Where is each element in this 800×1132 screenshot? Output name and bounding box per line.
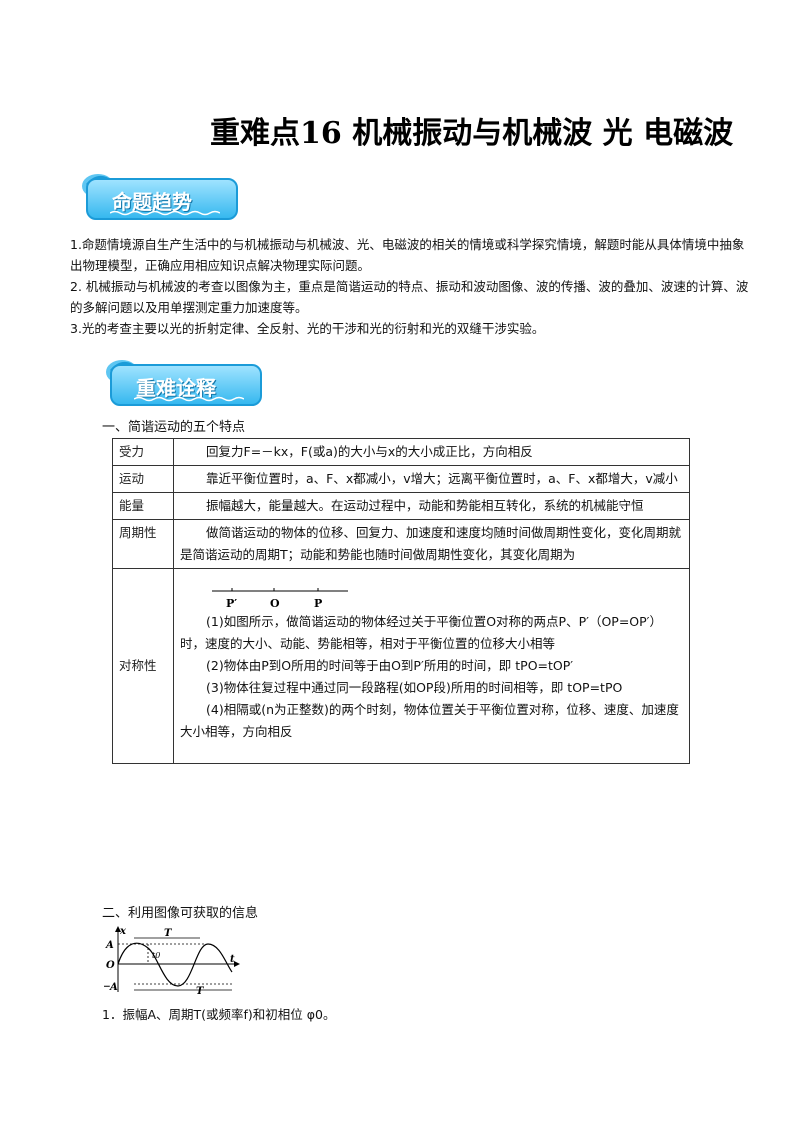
label-period-top: T (164, 928, 173, 939)
label-p: P (314, 597, 322, 610)
row-value: 振幅越大，能量越大。在运动过程中，动能和势能相互转化，系统的机械能守恒 (173, 492, 690, 520)
row-key: 受力 (112, 438, 174, 466)
banner-label: 重难诠释 (136, 376, 216, 400)
table-row: 对称性 P′ O P (1)如图所示，做简谐运动的物体经过关于平衡位置O对称的两… (112, 568, 690, 764)
label-amplitude: A (105, 940, 114, 951)
symmetry-line: (4)相隔或(n为正整数)的两个时刻，物体位置关于平衡位置对称，位移、速度、加速… (180, 702, 679, 739)
row-key: 对称性 (112, 568, 174, 764)
label-period-bottom: T (196, 986, 205, 996)
row-value: 回复力F=－kx，F(或a)的大小与x的大小成正比，方向相反 (173, 438, 690, 466)
label-o: O (270, 597, 280, 610)
banner-label: 命题趋势 (112, 190, 192, 214)
page-title: 重难点16 机械振动与机械波 光 电磁波 (210, 116, 734, 151)
row-value: 靠近平衡位置时，a、F、x都减小，v增大；远离平衡位置时，a、F、x都增大，v减… (173, 465, 690, 493)
trend-list: 1.命题情境源自生产生活中的与机械振动与机械波、光、电磁波的相关的情境或科学探究… (70, 234, 750, 339)
row-value: 做简谐运动的物体的位移、回复力、加速度和速度均随时间做周期性变化，变化周期就是简… (173, 519, 690, 569)
symmetry-diagram: P′ O P (212, 588, 348, 610)
banner-explain: 重难诠释 (102, 352, 272, 408)
trend-item: 2. 机械振动与机械波的考查以图像为主，重点是简谐运动的特点、振动和波动图像、波… (70, 279, 749, 315)
row-value: P′ O P (1)如图所示，做简谐运动的物体经过关于平衡位置O对称的两点P、P… (173, 568, 690, 764)
wave-decoration (110, 210, 220, 216)
table-row: 受力 回复力F=－kx，F(或a)的大小与x的大小成正比，方向相反 (112, 438, 690, 466)
row-key: 能量 (112, 492, 174, 520)
info-item: 1．振幅A、周期T(或频率f)和初相位 φ0。 (102, 1007, 336, 1022)
axis-t-label: t (230, 954, 235, 965)
label-p-prime: P′ (226, 597, 237, 610)
row-key: 运动 (112, 465, 174, 493)
section-heading: 一、简谐运动的五个特点 (102, 420, 246, 435)
properties-table: 受力 回复力F=－kx，F(或a)的大小与x的大小成正比，方向相反 运动 靠近平… (112, 438, 690, 764)
sine-graph: x A O －A T T t0 t (104, 926, 240, 996)
table-row: 周期性 做简谐运动的物体的位移、回复力、加速度和速度均随时间做周期性变化，变化周… (112, 519, 690, 569)
label-origin: O (106, 960, 115, 971)
banner-trend: 命题趋势 (78, 166, 248, 222)
label-t0: t0 (152, 951, 160, 960)
row-key: 周期性 (112, 519, 174, 569)
trend-item: 1.命题情境源自生产生活中的与机械振动与机械波、光、电磁波的相关的情境或科学探究… (70, 237, 745, 273)
wave-decoration (134, 396, 244, 402)
axis-x-label: x (119, 926, 127, 937)
section-heading: 二、利用图像可获取的信息 (102, 906, 259, 921)
trend-item: 3.光的考查主要以光的折射定律、全反射、光的干涉和光的衍射和光的双缝干涉实验。 (70, 321, 545, 336)
symmetry-line: (1)如图所示，做简谐运动的物体经过关于平衡位置O对称的两点P、P′（OP=OP… (180, 614, 663, 651)
symmetry-line: (3)物体往复过程中通过同一段路程(如OP段)所用的时间相等，即 tOP=tPO (206, 680, 623, 695)
label-neg-amplitude: －A (104, 982, 118, 993)
symmetry-line: (2)物体由P到O所用的时间等于由O到P′所用的时间，即 tPO=tOP′ (206, 658, 574, 673)
table-row: 能量 振幅越大，能量越大。在运动过程中，动能和势能相互转化，系统的机械能守恒 (112, 492, 690, 520)
table-row: 运动 靠近平衡位置时，a、F、x都减小，v增大；远离平衡位置时，a、F、x都增大… (112, 465, 690, 493)
